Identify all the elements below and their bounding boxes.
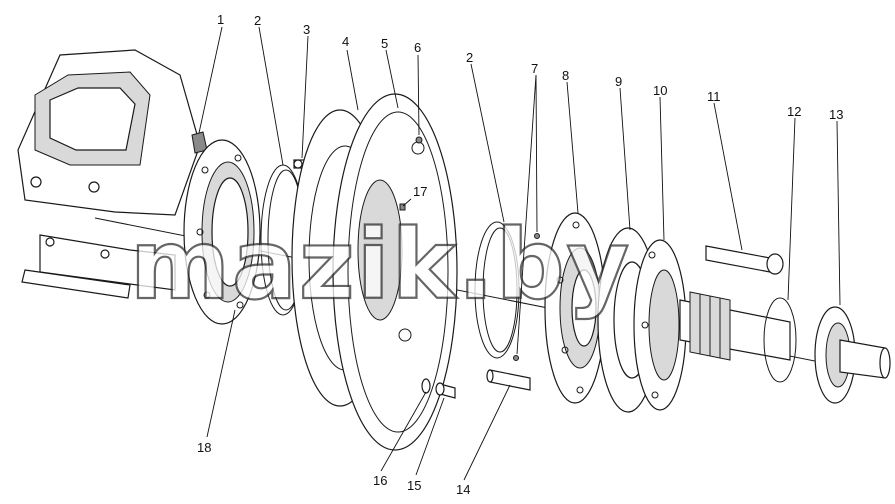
part-6-pin [415, 136, 423, 144]
part-5-disc [332, 93, 458, 451]
callout-12: 12 [787, 104, 801, 119]
callout-6: 6 [414, 40, 421, 55]
part-12-snap-ring [763, 297, 797, 383]
callout-14: 14 [456, 482, 470, 497]
callout-8: 8 [562, 68, 569, 83]
callout-5: 5 [381, 36, 388, 51]
part-7-pin-a [534, 233, 540, 239]
callout-10: 10 [653, 83, 667, 98]
part-18-flange [183, 139, 261, 325]
callout-11: 11 [707, 89, 721, 104]
leader-lines [198, 26, 841, 481]
callout-9: 9 [615, 74, 622, 89]
callout-17: 17 [413, 184, 427, 199]
callout-13: 13 [829, 107, 843, 122]
callout-4: 4 [342, 34, 349, 49]
housing-part [17, 49, 201, 299]
part-17-pin [399, 203, 406, 211]
callout-2-left: 2 [254, 13, 261, 28]
part-13-bearing [814, 306, 891, 404]
part-10-ring [633, 239, 687, 411]
part-2-oring-right-inner [482, 227, 518, 353]
watermark-text: mazik.by [130, 209, 631, 321]
callout-7: 7 [531, 61, 538, 76]
part-8-hub [544, 212, 606, 404]
part-15-screw [435, 382, 456, 399]
callout-1: 1 [217, 12, 224, 27]
callout-2-right: 2 [466, 50, 473, 65]
part-2-oring-right [474, 221, 520, 359]
callout-15: 15 [407, 478, 421, 493]
callout-16: 16 [373, 473, 387, 488]
callout-18: 18 [197, 440, 211, 455]
part-16-washer [421, 378, 431, 394]
part-7-pin-b [513, 355, 519, 361]
callout-3: 3 [303, 22, 310, 37]
callout-labels: 1 2 3 4 5 6 2 7 8 9 10 11 12 13 17 18 16… [197, 12, 843, 497]
splined-shaft [679, 291, 791, 361]
part-11-bolt [705, 245, 784, 275]
part-14-dowel [486, 369, 531, 391]
